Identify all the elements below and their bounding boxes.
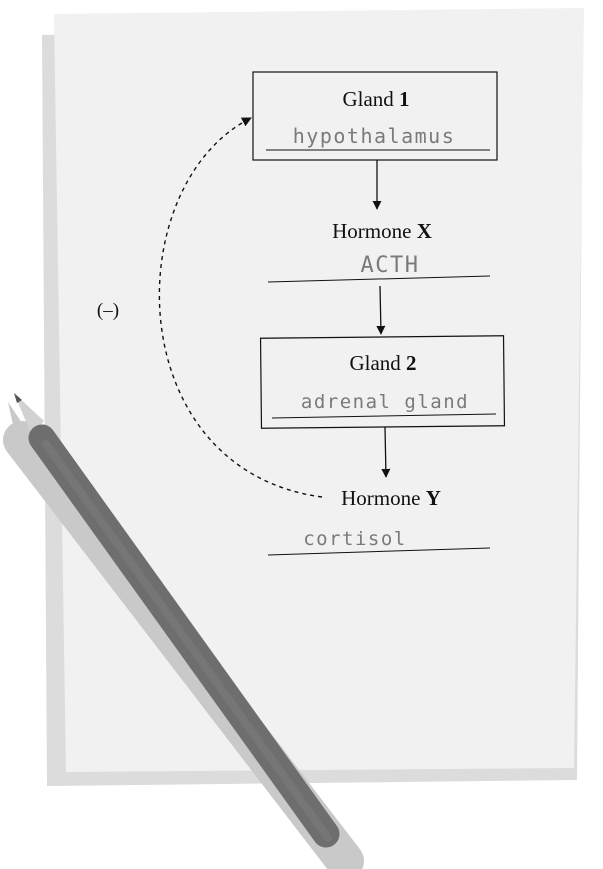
hormoneX-answer: ACTH	[361, 253, 420, 278]
gland2-box	[259, 335, 506, 429]
hormoneX-answer-line	[267, 275, 491, 283]
gland1-label: Gland 1	[342, 87, 409, 111]
gland1-answer: hypothalamus	[293, 124, 456, 148]
hormoneY-answer-line	[267, 547, 491, 556]
gland1-box	[252, 71, 498, 161]
negative-feedback-sign: (–)	[97, 300, 119, 321]
negative-feedback-arrow	[158, 117, 323, 498]
gland2-label: Gland 2	[349, 351, 416, 375]
pencil-icon	[3, 393, 364, 869]
gland2-answer-line	[271, 413, 497, 419]
hormoneX-label: Hormone X	[332, 219, 432, 243]
arrow-hormoneX-to-gland2	[376, 285, 386, 335]
hormoneY-label: Hormone Y	[341, 486, 441, 510]
hormoneY-answer: cortisol	[303, 528, 407, 550]
gland2-answer: adrenal gland	[301, 391, 469, 413]
arrow-gland2-to-hormoneY	[381, 426, 391, 478]
paper-sheet	[54, 8, 584, 772]
